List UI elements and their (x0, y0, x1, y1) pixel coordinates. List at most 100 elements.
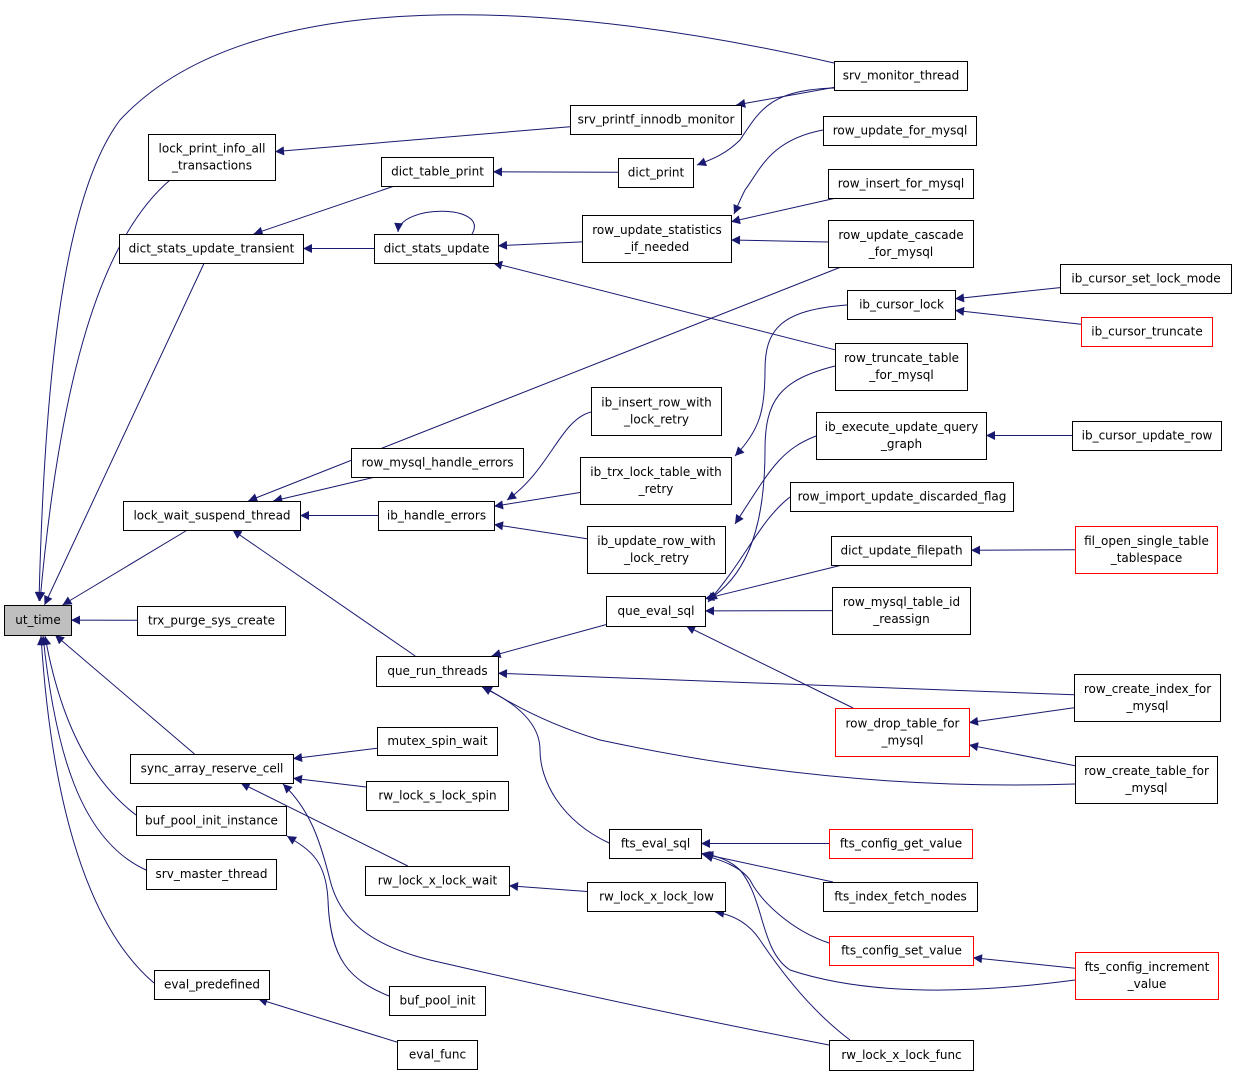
node-rw-lock-s-lock-spin[interactable]: rw_lock_s_lock_spin (366, 781, 509, 811)
node-box (136, 806, 287, 836)
node-label: rw_lock_x_lock_low (599, 890, 714, 904)
node-row-truncate-table-for-mysql[interactable]: row_truncate_table_for_mysql (835, 343, 968, 391)
call-edge (734, 435, 817, 525)
node-trx-purge-sys-create[interactable]: trx_purge_sys_create (137, 606, 286, 636)
node-fts-config-get-value[interactable]: fts_config_get_value (829, 829, 973, 859)
node-eval-predefined[interactable]: eval_predefined (154, 970, 270, 1000)
node-row-create-table-for-mysql[interactable]: row_create_table_for_mysql (1075, 756, 1218, 804)
node-srv-printf-innodb-monitor[interactable]: srv_printf_innodb_monitor (570, 105, 742, 135)
call-edge (954, 287, 1061, 303)
node-label: _lock_retry (623, 413, 689, 427)
node-fil-open-single-table-tablespace[interactable]: fil_open_single_table_tablespace (1075, 526, 1218, 574)
node-fts-config-set-value[interactable]: fts_config_set_value (829, 936, 974, 966)
node-srv-monitor-thread[interactable]: srv_monitor_thread (834, 61, 968, 91)
node-label: ib_cursor_update_row (1082, 429, 1213, 443)
node-label: lock_wait_suspend_thread (133, 509, 290, 523)
node-dict-update-filepath[interactable]: dict_update_filepath (831, 536, 972, 566)
node-ib-cursor-update-row[interactable]: ib_cursor_update_row (1072, 421, 1222, 451)
call-edge (493, 521, 588, 540)
node-label: eval_func (409, 1048, 466, 1062)
node-ib-trx-lock-table-with-retry[interactable]: ib_trx_lock_table_with_retry (580, 457, 732, 505)
node-label: row_insert_for_mysql (838, 177, 965, 191)
node-box (582, 215, 732, 263)
call-edge (707, 496, 791, 603)
call-edge (730, 197, 837, 225)
call-edge (286, 835, 390, 997)
node-label: row_mysql_handle_errors (361, 456, 513, 470)
node-lock-print-info-all-transactions[interactable]: lock_print_info_all_transactions (148, 134, 276, 181)
call-edge (62, 529, 188, 606)
node-ib-cursor-set-lock-mode[interactable]: ib_cursor_set_lock_mode (1060, 264, 1232, 294)
node-label: rw_lock_s_lock_spin (378, 789, 496, 803)
node-row-mysql-table-id-reassign[interactable]: row_mysql_table_id_reassign (832, 587, 971, 635)
node-srv-master-thread[interactable]: srv_master_thread (146, 859, 277, 890)
node-dict-stats-update[interactable]: dict_stats_update (374, 234, 499, 264)
node-que-eval-sql[interactable]: que_eval_sql (606, 596, 706, 627)
node-label: trx_purge_sys_create (148, 614, 275, 628)
node-ib-update-row-with-lock-retry[interactable]: ib_update_row_with_lock_retry (587, 526, 726, 574)
node-fts-eval-sql[interactable]: fts_eval_sql (609, 829, 702, 859)
node-que-run-threads[interactable]: que_run_threads (376, 656, 499, 687)
call-edge (492, 167, 619, 177)
node-box (829, 829, 973, 859)
node-row-update-cascade-for-mysql[interactable]: row_update_cascade_for_mysql (828, 220, 974, 268)
node-label: _mysql (1126, 699, 1169, 713)
node-lock-wait-suspend-thread[interactable]: lock_wait_suspend_thread (123, 501, 301, 531)
node-label: fil_open_single_table (1084, 534, 1209, 548)
node-rw-lock-x-lock-wait[interactable]: rw_lock_x_lock_wait (365, 866, 510, 896)
call-edge (248, 266, 842, 502)
node-dict-stats-update-transient[interactable]: dict_stats_update_transient (119, 234, 304, 264)
node-rw-lock-x-lock-func[interactable]: rw_lock_x_lock_func (829, 1040, 974, 1071)
node-row-mysql-handle-errors[interactable]: row_mysql_handle_errors (351, 448, 524, 478)
node-row-drop-table-for-mysql[interactable]: row_drop_table_for_mysql (835, 708, 970, 757)
node-eval-func[interactable]: eval_func (397, 1040, 478, 1070)
node-mutex-spin-wait[interactable]: mutex_spin_wait (377, 727, 498, 756)
node-label: fts_eval_sql (621, 837, 690, 851)
node-row-update-for-mysql[interactable]: row_update_for_mysql (823, 116, 977, 146)
node-label: ib_trx_lock_table_with (590, 465, 721, 479)
node-ib-handle-errors[interactable]: ib_handle_errors (378, 501, 495, 531)
node-box (381, 157, 494, 187)
node-label: row_update_cascade (838, 228, 963, 242)
node-ib-insert-row-with-lock-retry[interactable]: ib_insert_row_with_lock_retry (591, 387, 722, 436)
node-dict-print[interactable]: dict_print (618, 158, 694, 188)
node-row-insert-for-mysql[interactable]: row_insert_for_mysql (828, 169, 974, 199)
node-row-create-index-for-mysql[interactable]: row_create_index_for_mysql (1074, 674, 1221, 722)
node-row-update-statistics-if-needed[interactable]: row_update_statistics_if_needed (582, 215, 732, 263)
call-edge (493, 492, 581, 510)
node-ib-cursor-truncate[interactable]: ib_cursor_truncate (1081, 317, 1213, 347)
call-edge (34, 14, 835, 602)
node-fts-index-fetch-nodes[interactable]: fts_index_fetch_nodes (823, 882, 978, 912)
node-label: _graph (880, 437, 922, 451)
node-buf-pool-init-instance[interactable]: buf_pool_init_instance (136, 806, 287, 836)
nodes: ut_time srv_monitor_thread lock_print_info… (4, 61, 1232, 1071)
call-edge (685, 625, 854, 709)
node-box (609, 829, 702, 859)
call-edge (954, 306, 1082, 325)
node-label: row_mysql_table_id (843, 595, 960, 609)
node-buf-pool-init[interactable]: buf_pool_init (389, 986, 486, 1016)
node-label: dict_print (628, 166, 685, 180)
call-edge (700, 851, 834, 883)
node-label: dict_update_filepath (840, 544, 962, 558)
node-box (389, 986, 486, 1016)
node-fts-config-increment-value[interactable]: fts_config_increment_value (1075, 952, 1219, 1000)
node-ib-execute-update-query-graph[interactable]: ib_execute_update_query_graph (816, 412, 987, 460)
call-edge (258, 997, 398, 1043)
node-ut-time[interactable]: ut_time (4, 605, 72, 636)
node-label: row_drop_table_for (846, 717, 960, 731)
node-ib-cursor-lock[interactable]: ib_cursor_lock (847, 290, 956, 320)
node-dict-table-print[interactable]: dict_table_print (381, 157, 494, 187)
node-sync-array-reserve-cell[interactable]: sync_array_reserve_cell (130, 754, 294, 784)
node-box (823, 882, 978, 912)
node-box (365, 866, 510, 896)
node-box (832, 587, 971, 635)
call-edge (703, 851, 1076, 991)
call-edge (508, 881, 588, 892)
node-box (1075, 756, 1218, 804)
node-box (591, 387, 722, 436)
node-label: row_truncate_table (844, 351, 959, 365)
node-row-import-update-discarded-flag[interactable]: row_import_update_discarded_flag (790, 482, 1014, 512)
call-edge (394, 210, 475, 235)
node-rw-lock-x-lock-low[interactable]: rw_lock_x_lock_low (587, 882, 726, 912)
